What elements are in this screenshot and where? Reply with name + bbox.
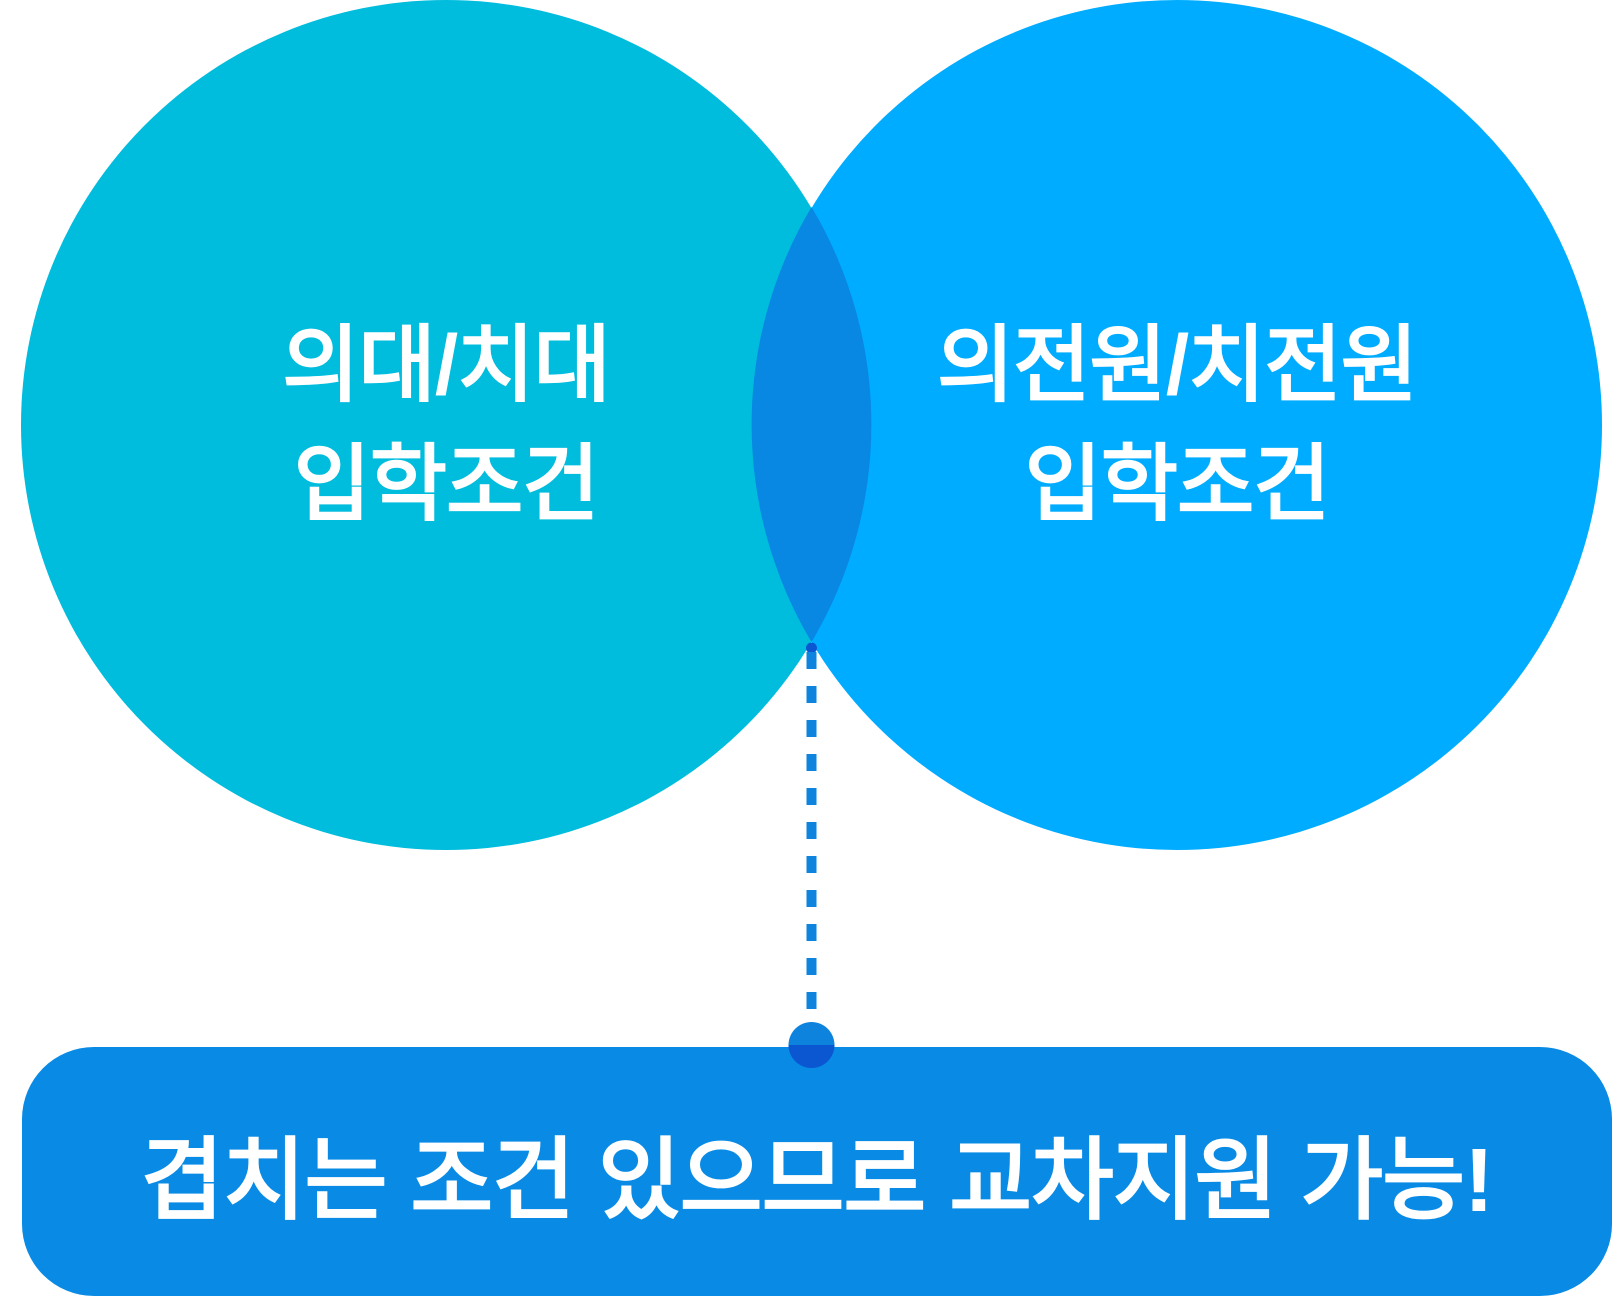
left-circle: 의대/치대 입학조건	[21, 0, 871, 850]
banner: 겹치는 조건 있으므로 교차지원 가능!	[22, 1047, 1612, 1296]
left-circle-label-line1: 의대/치대	[282, 317, 610, 412]
left-circle-label: 의대/치대 입학조건	[282, 306, 610, 545]
right-circle-label-line1: 의전원/치전원	[936, 317, 1418, 412]
banner-text: 겹치는 조건 있으므로 교차지원 가능!	[141, 1130, 1494, 1231]
right-circle-label-line2: 입학조건	[1024, 437, 1330, 531]
left-circle-label-line2: 입학조건	[293, 437, 599, 531]
right-circle-label: 의전원/치전원 입학조건	[936, 306, 1418, 545]
right-circle: 의전원/치전원 입학조건	[752, 0, 1602, 850]
